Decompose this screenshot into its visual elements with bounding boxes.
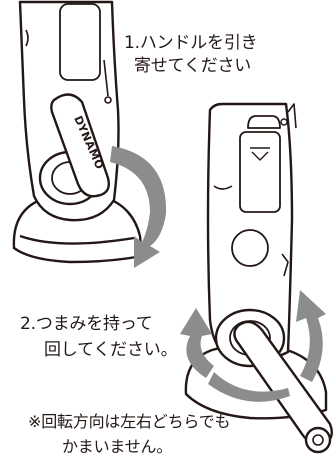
- rotate-arrow-left-icon: [180, 308, 214, 378]
- lower-band: [213, 185, 233, 190]
- step1-instruction-line2: 寄せてください: [134, 56, 252, 76]
- pull-arrow-icon: [110, 146, 167, 268]
- rotate-arrow-bottom-icon: [208, 372, 290, 402]
- rotate-arrow-right-icon: [296, 290, 326, 382]
- upper-hinge-dot: [104, 96, 112, 104]
- lower-cord-dot: [280, 118, 288, 126]
- upper-flashlight-illustration: [12, 0, 144, 264]
- upper-hinge-line: [103, 59, 109, 97]
- upper-side-rib: [25, 29, 29, 47]
- step2-instruction-line2: 回してください。: [44, 340, 178, 360]
- upper-panel: [59, 3, 101, 81]
- rotate-arrows-icon: [180, 290, 326, 402]
- lower-window: [231, 229, 269, 267]
- step1-instruction-line1: 1.ハンドルを引き: [124, 33, 258, 53]
- note-line2: かまいません。: [62, 437, 173, 456]
- upper-crank-handle: [50, 93, 110, 198]
- note-line1: ※回転方向は左右どちらでも: [28, 412, 231, 431]
- upper-base-rim: [19, 234, 135, 245]
- step2-instruction-line1: 2.つまみを持って: [20, 314, 153, 334]
- lower-top-clip: [247, 115, 281, 129]
- lower-flashlight-illustration: [184, 102, 333, 454]
- lower-panel: [239, 131, 281, 213]
- lower-crank-knob-center: [312, 434, 324, 446]
- lower-cord: [281, 103, 297, 277]
- lower-panel-arrow-icon: [251, 151, 269, 161]
